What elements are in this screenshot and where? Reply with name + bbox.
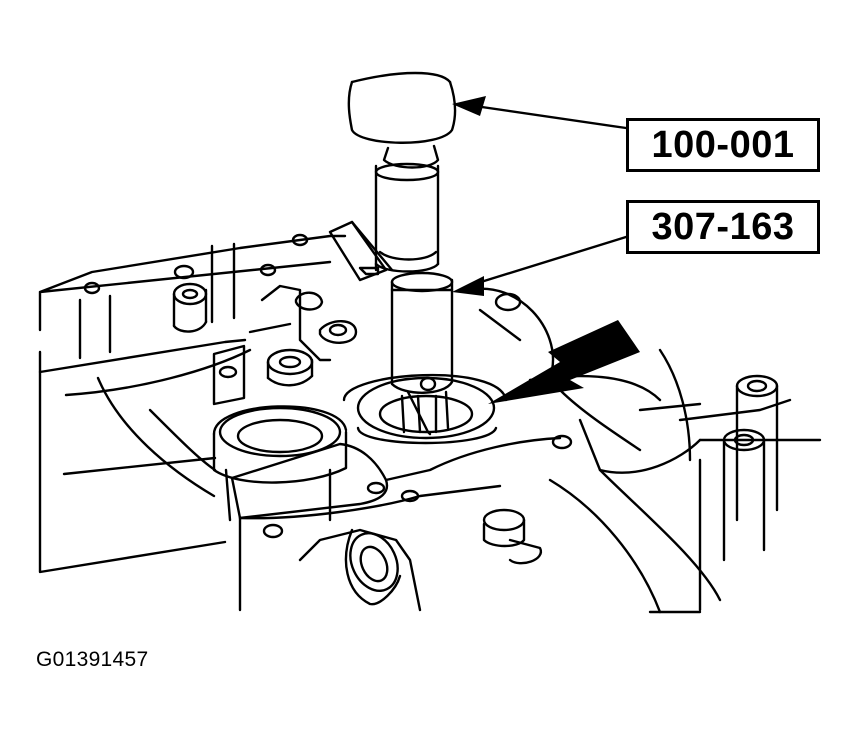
case-left-housing (38, 233, 347, 574)
tool-callout-label: 307-163 (651, 205, 795, 248)
case-right-posts (638, 374, 779, 612)
tool-callout-puller: 307-163 (626, 200, 820, 254)
leader-lines (466, 103, 628, 288)
arrowhead-callout-2 (452, 276, 484, 296)
case-right-housing (528, 348, 822, 614)
case-bracket (212, 220, 394, 406)
figure-id: G01391457 (36, 648, 149, 671)
case-outlet (344, 528, 402, 606)
tool-callout-slide-hammer: 100-001 (626, 118, 820, 172)
slide-hammer-shaft (374, 162, 440, 273)
case-bosses (172, 282, 358, 387)
slide-hammer-handle (347, 71, 457, 169)
tool-callout-label: 100-001 (651, 123, 795, 166)
arrowhead-callout-1 (452, 96, 486, 116)
puller-adapter (358, 266, 454, 436)
direction-arrow (488, 320, 640, 404)
case-flange (230, 434, 573, 612)
case-stud (482, 508, 543, 565)
case-bore-left (212, 405, 348, 522)
